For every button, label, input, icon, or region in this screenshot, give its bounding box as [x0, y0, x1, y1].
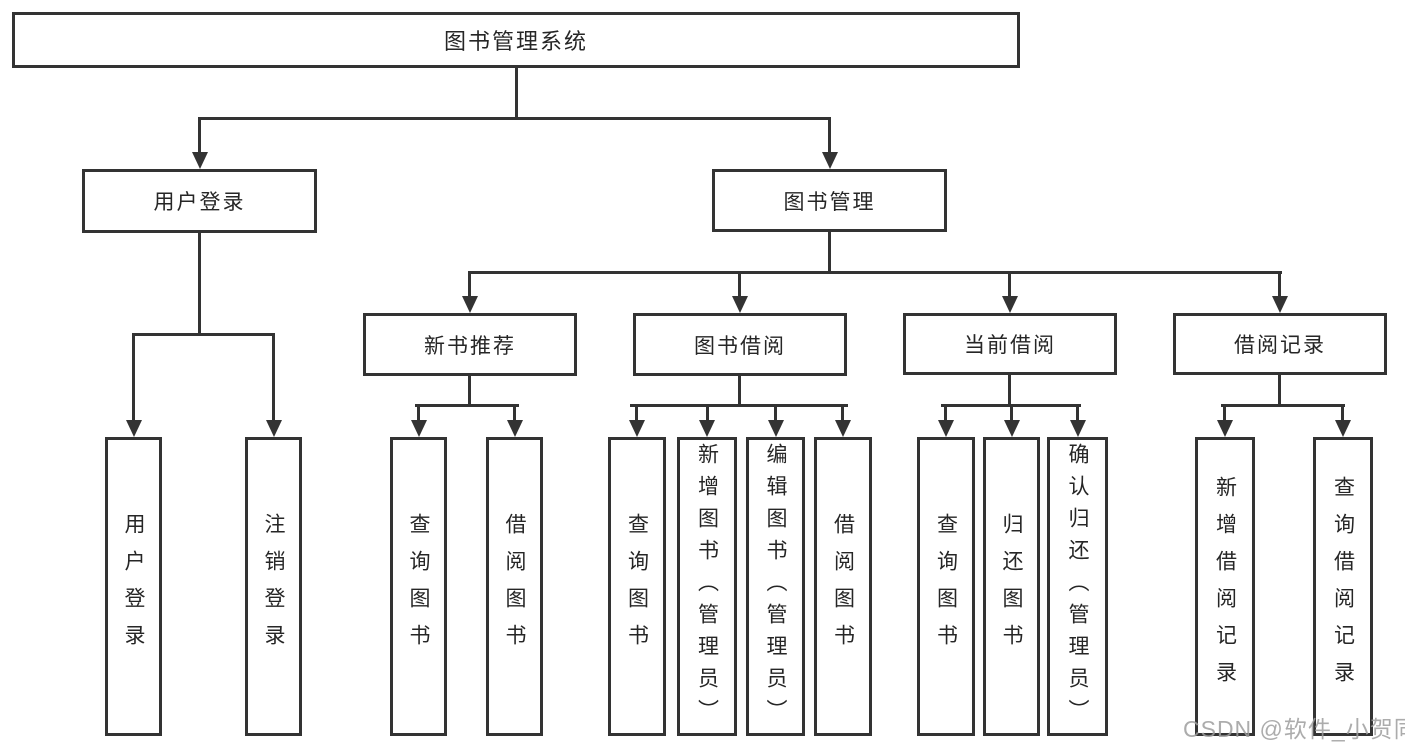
connector-borrowrecord-stem: [1278, 375, 1281, 406]
arrow-down-icon: [822, 152, 838, 169]
connector-drop-leaf: [841, 404, 844, 422]
connector-drop-leaf: [1223, 404, 1226, 422]
node-borrowing-records: 借阅记录: [1173, 313, 1387, 375]
node-current-borrowing: 当前借阅: [903, 313, 1117, 375]
connector-user-login-bar: [132, 333, 275, 336]
arrow-down-icon: [507, 420, 523, 437]
arrow-down-icon: [1217, 420, 1233, 437]
arrow-down-icon: [835, 420, 851, 437]
connector-drop-leaf: [635, 404, 638, 422]
leaf-logout: 注销登录: [245, 437, 302, 736]
watermark-text: CSDN @软件_小贺同学: [1183, 716, 1405, 742]
connector-drop-book-management: [828, 117, 831, 153]
arrow-down-icon: [768, 420, 784, 437]
node-new-book-recommend: 新书推荐: [363, 313, 577, 376]
connector-drop-leaf: [774, 404, 777, 422]
leaf-return-book: 归还图书: [983, 437, 1040, 736]
connector-level2-bar: [468, 271, 1282, 274]
connector-drop-leaf: [132, 333, 135, 421]
connector-drop-level3: [468, 271, 471, 297]
connector-newbook-stem: [468, 376, 471, 406]
node-user-login: 用户登录: [82, 169, 317, 233]
leaf-confirm-return-admin: 确认归还（管理员）: [1047, 437, 1108, 736]
leaf-label: 确认归还（管理员）: [1066, 442, 1089, 731]
arrow-down-icon: [1002, 296, 1018, 313]
connector-drop-leaf: [272, 333, 275, 421]
connector-drop-leaf: [944, 404, 947, 422]
leaf-label: 查询图书: [934, 512, 958, 661]
connector-drop-leaf: [1341, 404, 1344, 422]
arrow-down-icon: [938, 420, 954, 437]
leaf-label: 归还图书: [1000, 512, 1023, 661]
connector-drop-leaf: [1010, 404, 1013, 422]
node-library-management-system: 图书管理系统: [12, 12, 1020, 68]
leaf-label: 用户登录: [122, 512, 145, 661]
leaf-label: 查询借阅记录: [1331, 475, 1355, 698]
arrow-down-icon: [411, 420, 427, 437]
arrow-down-icon: [1272, 296, 1288, 313]
connector-drop-level3: [738, 271, 741, 297]
leaf-label: 新增借阅记录: [1213, 475, 1237, 698]
arrow-down-icon: [629, 420, 645, 437]
node-book-management: 图书管理: [712, 169, 947, 232]
arrow-down-icon: [1004, 420, 1020, 437]
leaf-add-borrow-record: 新增借阅记录: [1195, 437, 1255, 736]
connector-user-login-stem: [198, 233, 201, 334]
arrow-down-icon: [732, 296, 748, 313]
arrow-down-icon: [1335, 420, 1351, 437]
connector-drop-leaf: [1076, 404, 1079, 422]
connector-book-management-stem: [828, 232, 831, 273]
leaf-label: 查询图书: [407, 512, 430, 661]
leaf-query-book-borrow: 查询图书: [608, 437, 666, 736]
leaf-query-borrow-record: 查询借阅记录: [1313, 437, 1373, 736]
connector-bookborrow-bar: [630, 404, 848, 407]
leaf-label: 借阅图书: [503, 512, 526, 661]
connector-currentborrow-stem: [1008, 375, 1011, 406]
connector-drop-user-login: [198, 117, 201, 153]
leaf-query-book-newbook: 查询图书: [390, 437, 447, 736]
leaf-label: 借阅图书: [831, 512, 855, 661]
leaf-label: 查询图书: [625, 512, 649, 661]
connector-level1-bar: [198, 117, 831, 120]
arrow-down-icon: [192, 152, 208, 169]
arrow-down-icon: [699, 420, 715, 437]
leaf-label: 注销登录: [262, 512, 285, 661]
connector-root-stem: [515, 68, 518, 120]
connector-drop-leaf: [706, 404, 709, 422]
arrow-down-icon: [126, 420, 142, 437]
connector-newbook-bar: [415, 404, 519, 407]
leaf-add-book-admin: 新增图书（管理员）: [677, 437, 737, 736]
connector-drop-level3: [1278, 271, 1281, 297]
connector-borrowrecord-bar: [1221, 404, 1345, 407]
connector-drop-leaf: [513, 404, 516, 422]
leaf-borrow-book-borrow: 借阅图书: [814, 437, 872, 736]
leaf-label: 编辑图书（管理员）: [764, 442, 787, 731]
connector-drop-leaf: [417, 404, 420, 422]
node-book-borrowing: 图书借阅: [633, 313, 847, 376]
leaf-user-login: 用户登录: [105, 437, 162, 736]
leaf-label: 新增图书（管理员）: [695, 442, 719, 731]
leaf-query-book-current: 查询图书: [917, 437, 975, 736]
arrow-down-icon: [462, 296, 478, 313]
leaf-edit-book-admin: 编辑图书（管理员）: [746, 437, 805, 736]
connector-bookborrow-stem: [738, 376, 741, 406]
arrow-down-icon: [266, 420, 282, 437]
arrow-down-icon: [1070, 420, 1086, 437]
leaf-borrow-book-newbook: 借阅图书: [486, 437, 543, 736]
connector-drop-level3: [1008, 271, 1011, 297]
